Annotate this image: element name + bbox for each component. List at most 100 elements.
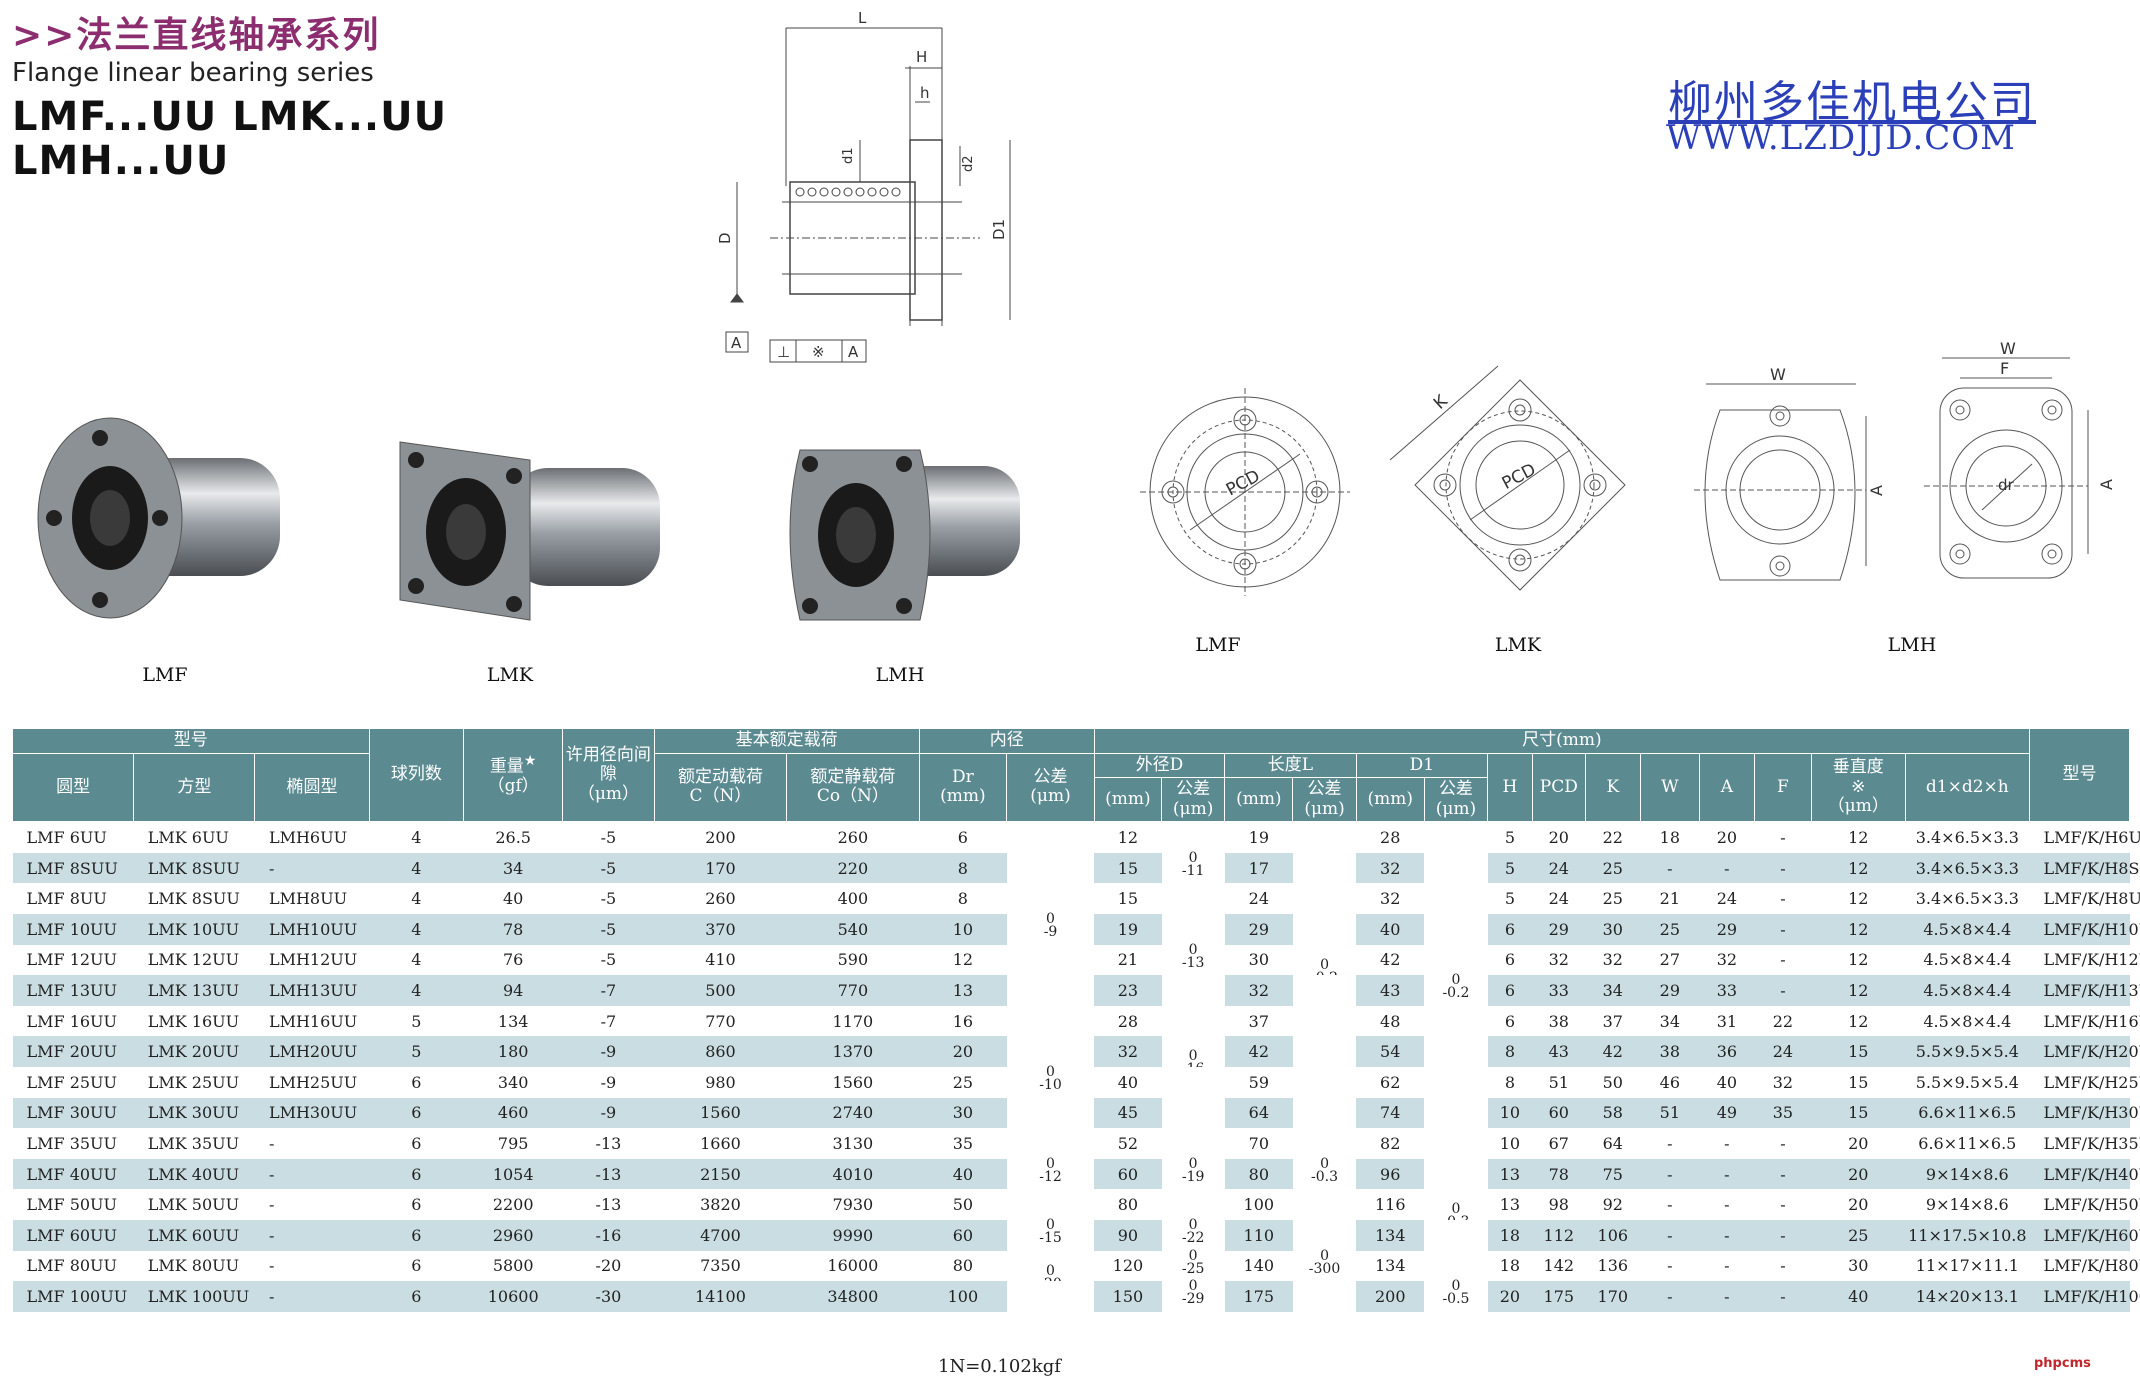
cell-H: 18 <box>1499 1256 1521 1276</box>
cell-oval: LMH10UU <box>254 913 370 945</box>
cell-balls: 4 <box>411 827 422 847</box>
cell-D: 120 <box>1112 1256 1144 1276</box>
cell-perp: 15 <box>1848 1072 1869 1092</box>
cell-clearance: -7 <box>600 1011 617 1031</box>
cell-balls: 6 <box>411 1133 422 1153</box>
cell-hole: 9×14×8.6 <box>1905 1158 2030 1190</box>
cell-K: 37 <box>1602 1011 1623 1031</box>
cell-balls: 6 <box>369 1097 464 1129</box>
tolerance-value: 0-9 <box>1043 910 1058 940</box>
header-PCD: PCD <box>1531 752 1586 823</box>
cell-oval: LMH8UU <box>268 889 348 909</box>
tolerance-cell <box>1424 1036 1488 1067</box>
cell-H: 6 <box>1487 913 1533 945</box>
tolerance-cell <box>1292 1281 1357 1312</box>
drawing-label-lmk: LMK <box>1494 634 1542 656</box>
cell-PCD: 32 <box>1548 950 1569 970</box>
cell-hole: 4.5×8×4.4 <box>1923 1011 2012 1031</box>
cell-PCD: 78 <box>1532 1158 1586 1190</box>
cell-PCD: 24 <box>1532 852 1586 884</box>
perp-datum-label: A <box>848 343 859 361</box>
cell-weight: 795 <box>497 1133 529 1153</box>
cell-model: LMF/K/H12UU <box>2043 950 2140 970</box>
cell-hole: 4.5×8×4.4 <box>1905 975 2030 1006</box>
cell-dr: 6 <box>957 827 968 847</box>
tolerance-cell <box>1292 975 1357 1006</box>
cell-model: LMF/K/H8SUU <box>2029 852 2140 884</box>
cell-F: - <box>1780 950 1786 970</box>
cell-dynamic: 1660 <box>700 1133 741 1153</box>
cell-model: LMF/K/H35UU <box>2043 1133 2140 1153</box>
tolerance-cell <box>1006 944 1095 976</box>
cell-K: 32 <box>1602 950 1623 970</box>
tolerance-cell <box>1006 883 1095 914</box>
cell-model: LMF/K/H40UU <box>2029 1158 2140 1190</box>
cell-hole: 11×17×11.1 <box>1915 1256 2019 1276</box>
header-weight: 重量★（gf） <box>463 727 564 823</box>
cell-F: - <box>1780 1195 1786 1215</box>
cell-oval: - <box>254 852 370 884</box>
header-dr-tol: 公差(μm) <box>1006 752 1095 823</box>
cell-L: 24 <box>1248 889 1269 909</box>
cell-D: 150 <box>1094 1281 1162 1312</box>
cell-H: 8 <box>1487 1036 1533 1067</box>
cell-round: LMF 12UU <box>26 950 118 970</box>
cell-W: 46 <box>1659 1072 1681 1092</box>
tolerance-cell: 0-13 <box>1161 941 1225 976</box>
cell-clearance: -13 <box>562 1158 655 1190</box>
drawing-lmk-front: K PCD <box>1389 365 1626 591</box>
cell-K: 42 <box>1585 1036 1641 1067</box>
cell-static: 4010 <box>786 1158 920 1190</box>
dim-L-label: L <box>858 9 867 27</box>
cell-H: 13 <box>1499 1195 1521 1215</box>
tolerance-cell <box>1292 1128 1357 1159</box>
tolerance-cell <box>1292 852 1357 884</box>
perp-symbol: ⊥ <box>777 343 790 361</box>
cell-A: - <box>1699 1158 1755 1190</box>
cell-static: 34800 <box>786 1281 920 1312</box>
cell-hole: 6.6×11×6.5 <box>1905 1097 2030 1129</box>
cell-A: 49 <box>1699 1097 1755 1129</box>
photo-lmh <box>789 449 1020 621</box>
tolerance-cell: 0-22 <box>1161 1218 1225 1251</box>
cell-static: 1370 <box>786 1036 920 1067</box>
tolerance-cell <box>1292 1097 1357 1129</box>
cell-balls: 4 <box>411 889 422 909</box>
cell-dynamic: 410 <box>705 950 736 970</box>
pcd-label-lmf: PCD <box>1223 466 1263 500</box>
perp-star-symbol: ※ <box>812 343 825 361</box>
cell-F: 32 <box>1772 1072 1794 1092</box>
cell-hole: 5.5×9.5×5.4 <box>1915 1072 2019 1092</box>
cell-PCD: 38 <box>1548 1011 1569 1031</box>
tolerance-cell <box>1006 1128 1095 1159</box>
cell-W: 25 <box>1640 913 1700 945</box>
cell-K: 92 <box>1602 1195 1623 1215</box>
tolerance-value: 0-13 <box>1181 941 1205 971</box>
cell-clearance: -5 <box>600 889 617 909</box>
cell-dynamic: 770 <box>705 1011 736 1031</box>
cell-perp: 20 <box>1811 1158 1906 1190</box>
cell-square: LMK 100UU <box>133 1281 255 1312</box>
cell-weight: 34 <box>463 852 563 884</box>
tolerance-cell <box>1424 1097 1488 1129</box>
tolerance-value: 0-25 <box>1181 1247 1205 1277</box>
cell-perp: 12 <box>1811 975 1906 1006</box>
cell-dr: 25 <box>952 1072 974 1092</box>
header-round: 圆型 <box>11 752 135 823</box>
tolerance-cell: 0-11 <box>1161 851 1225 884</box>
cell-dynamic: 2150 <box>654 1158 787 1190</box>
cell-K: 30 <box>1585 913 1641 945</box>
cell-D: 28 <box>1117 1011 1139 1031</box>
cell-model: LMF/K/H30UU <box>2029 1097 2140 1129</box>
cell-D: 52 <box>1117 1133 1139 1153</box>
cell-hole: 6.6×11×6.5 <box>1918 1133 2017 1153</box>
cell-oval: - <box>254 1219 370 1251</box>
tolerance-cell <box>1424 852 1488 884</box>
